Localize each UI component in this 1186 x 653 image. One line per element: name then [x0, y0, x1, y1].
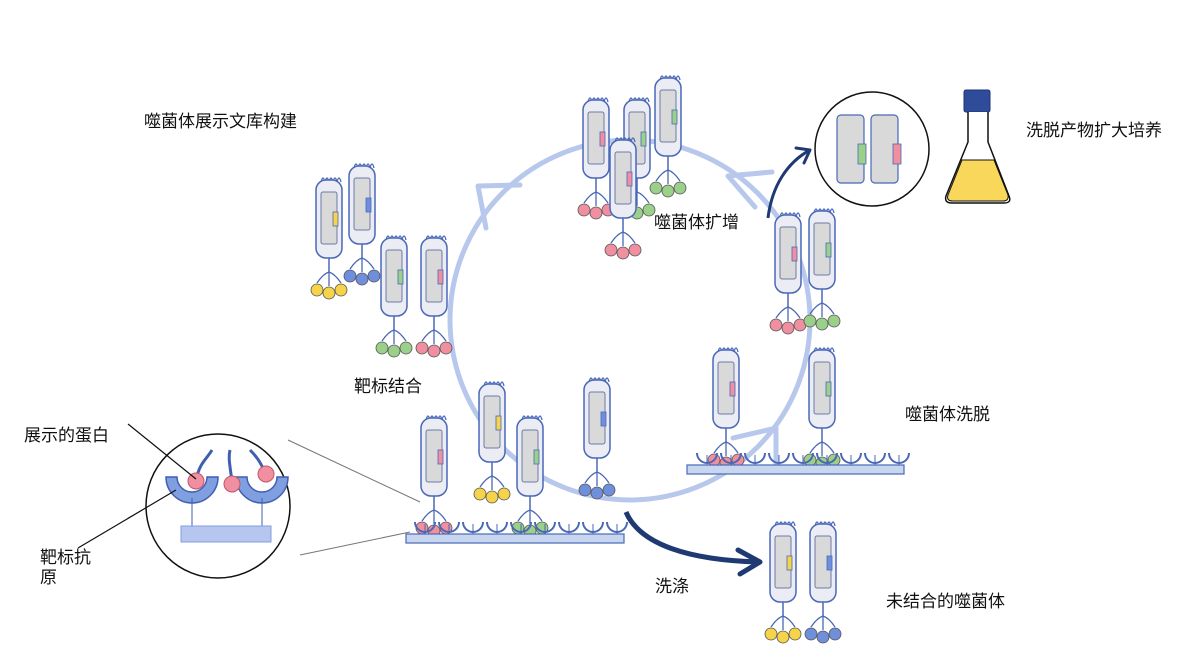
label-unbound: 未结合的噬菌体 — [886, 592, 1005, 612]
phage-icon — [310, 177, 348, 300]
label-amplify: 噬菌体扩增 — [654, 213, 739, 233]
phage-icon — [803, 208, 841, 331]
phage-icon — [803, 347, 841, 470]
phage-icon — [473, 381, 511, 504]
flask-icon — [944, 89, 1011, 204]
label-target-antigen: 靶标抗原 — [40, 548, 91, 589]
zoom-line-top — [287, 439, 421, 503]
label-wash: 洗涤 — [655, 577, 689, 597]
phage-icon — [649, 75, 687, 198]
cycle-arrowhead-top-right — [725, 169, 775, 210]
amplify-arrowhead — [794, 146, 812, 165]
phage-icon — [577, 97, 615, 220]
phage-icon — [804, 521, 842, 644]
label-library: 噬菌体展示文库构建 — [144, 112, 297, 132]
phage-group — [310, 75, 842, 644]
label-culture: 洗脱产物扩大培养 — [1026, 121, 1162, 141]
label-displayed-protein: 展示的蛋白 — [24, 426, 109, 446]
phage-icon — [769, 212, 807, 335]
phage-icon — [511, 415, 549, 538]
phage-icon — [375, 235, 413, 358]
phage-icon — [764, 521, 802, 644]
wash-arrowhead — [735, 547, 763, 577]
pointer-target-antigen — [77, 489, 177, 549]
phage-icon — [707, 347, 745, 470]
plate-group — [405, 452, 910, 544]
zoom-lens-icon — [145, 433, 291, 579]
label-wash-phage: 噬菌体洗脱 — [905, 405, 990, 425]
phage-icon — [604, 137, 642, 260]
phage-icon — [415, 415, 453, 538]
wash-arrow — [623, 510, 759, 565]
phage-icon — [415, 235, 453, 358]
magnified-phage-view — [814, 91, 930, 207]
phage-icon — [343, 163, 381, 286]
label-binding: 靶标结合 — [354, 377, 422, 397]
plate-icon — [686, 452, 910, 475]
phage-icon — [578, 377, 616, 500]
zoom-line-bottom — [299, 531, 411, 556]
plate-icon — [405, 521, 628, 544]
cycle-arrowhead-top-left — [475, 182, 523, 231]
pointer-displayed-protein — [127, 423, 197, 480]
amplify-arrow — [766, 148, 811, 219]
